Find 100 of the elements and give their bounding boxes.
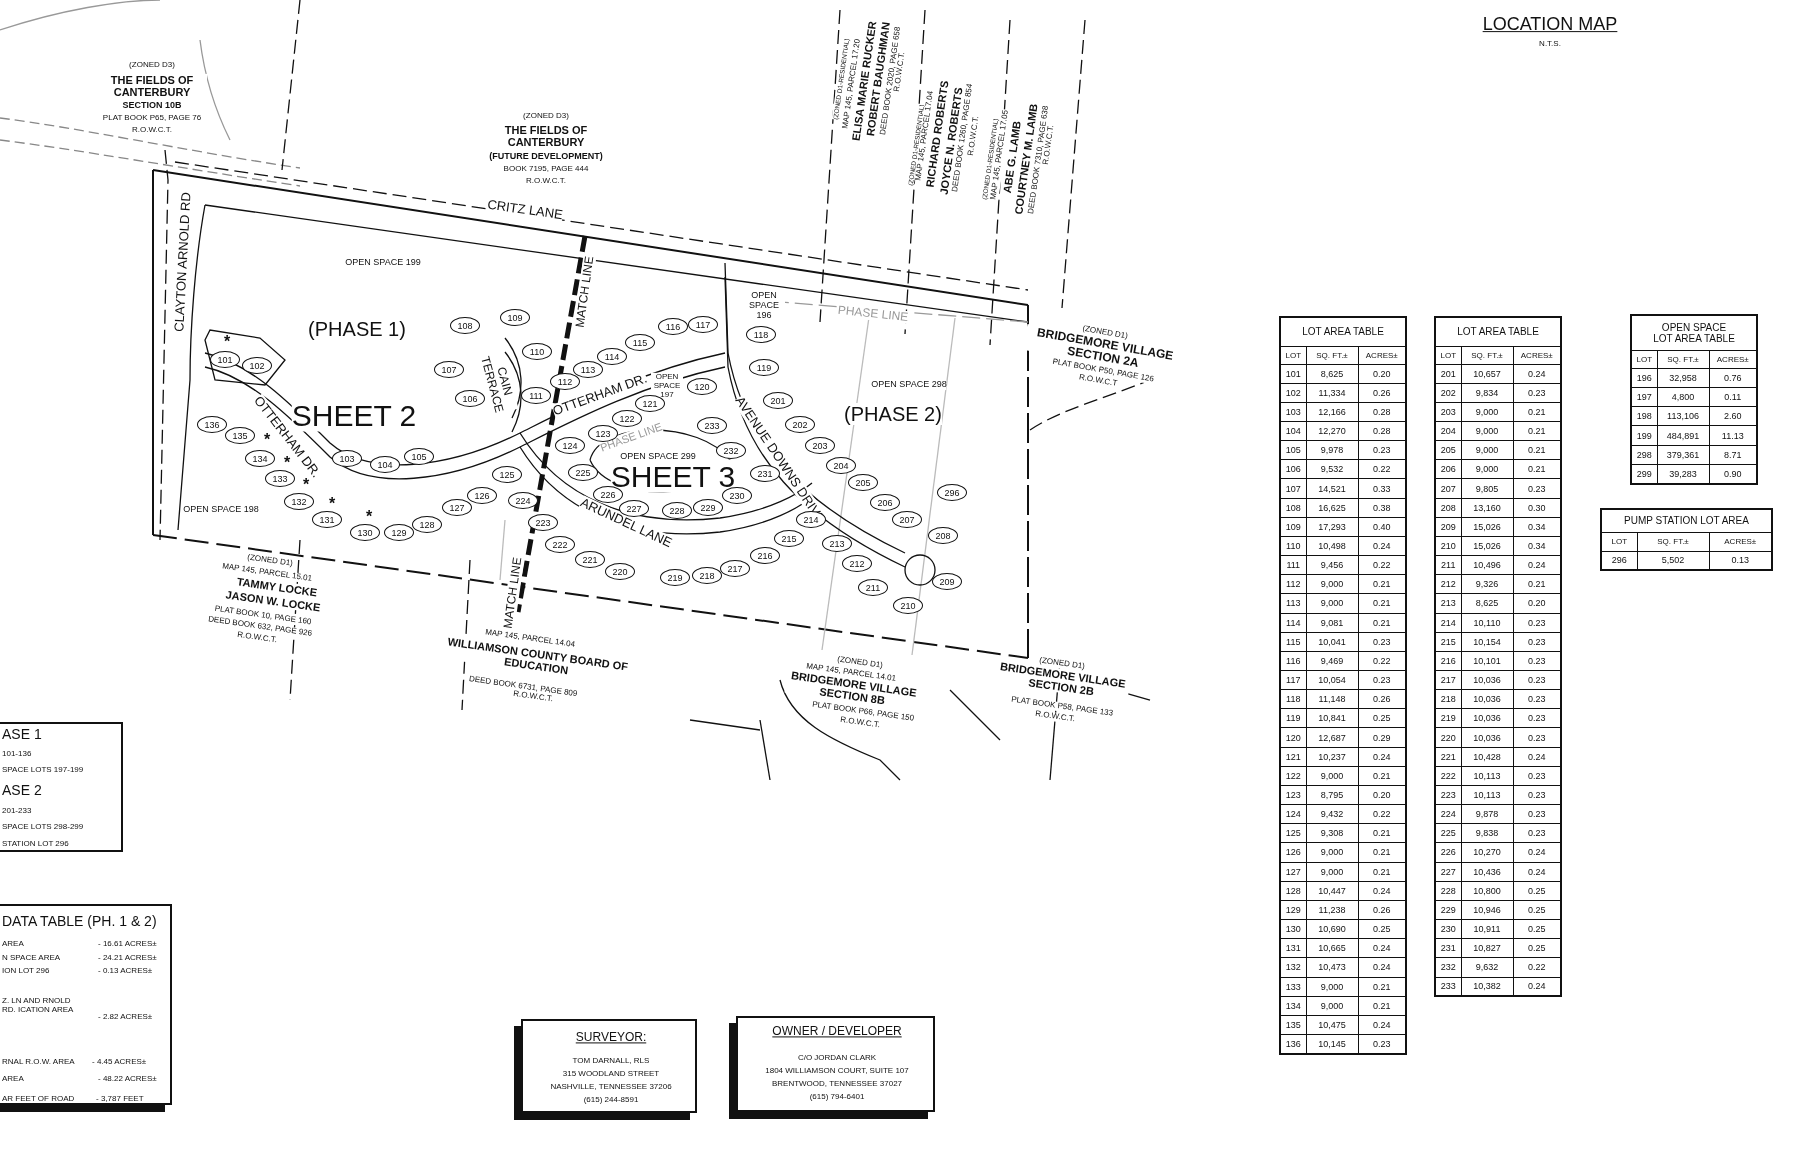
lot-number-oval: 209 (932, 573, 962, 590)
table-cell: 379,361 (1657, 445, 1709, 465)
lot-number-oval: 104 (370, 456, 400, 473)
lot-number-oval: 211 (858, 579, 888, 596)
box-text: AR FEET OF ROAD (2, 1094, 75, 1104)
box-text: - 4.45 ACRES± (92, 1057, 147, 1067)
table-cell: 9,632 (1461, 957, 1513, 977)
table-cell: 220 (1435, 727, 1461, 748)
table-cell: 10,475 (1306, 1015, 1358, 1035)
table-cell: 10,436 (1461, 862, 1513, 882)
zoning-note: (ZONED D3) (523, 111, 569, 121)
lot-number-oval: 136 (197, 416, 227, 433)
table-cell: 202 (1435, 383, 1461, 403)
phase-label: (PHASE 2) (844, 403, 942, 425)
table-cell: 10,036 (1461, 708, 1513, 728)
table-cell: 9,000 (1306, 574, 1358, 594)
table-cell: 134 (1280, 996, 1306, 1016)
box-text: C/O JORDAN CLARK (797, 1053, 877, 1063)
lot-number-oval: 220 (605, 563, 635, 580)
table-cell: 113 (1280, 593, 1306, 614)
table-cell: 104 (1280, 421, 1306, 441)
table-cell: 9,532 (1306, 459, 1358, 479)
lot-number-oval: 201 (763, 392, 793, 409)
table-cell: 128 (1280, 881, 1306, 901)
lot-number-oval: 132 (284, 493, 314, 510)
lot-number-oval: 224 (508, 492, 538, 509)
table-cell: 107 (1280, 478, 1306, 499)
box-text: AREA (2, 939, 24, 949)
table-cell: 103 (1280, 402, 1306, 422)
lot-number-oval: 203 (805, 437, 835, 454)
table-cell: 133 (1280, 977, 1306, 997)
table-cell: 9,000 (1461, 440, 1513, 460)
table-cell: 8,625 (1306, 364, 1358, 384)
table-cell: 9,000 (1306, 766, 1358, 786)
box-heading: SURVEYOR: (575, 1031, 647, 1045)
table-cell: 9,326 (1461, 574, 1513, 594)
table-cell: 219 (1435, 708, 1461, 728)
table-cell: 9,878 (1461, 804, 1513, 824)
table-cell: 208 (1435, 498, 1461, 518)
box-text: SPACE LOTS 197-199 (2, 765, 84, 775)
table-cell: 214 (1435, 613, 1461, 633)
table-cell: 9,000 (1306, 593, 1358, 614)
table-cell: 9,081 (1306, 613, 1358, 633)
table-cell: 204 (1435, 421, 1461, 441)
development-note: (FUTURE DEVELOPMENT) (489, 152, 603, 162)
table-cell: 124 (1280, 804, 1306, 824)
lot-number-oval: 208 (928, 527, 958, 544)
open-space-label: OPEN SPACE 198 (183, 505, 259, 515)
box-text: RNAL R.O.W. AREA (2, 1057, 75, 1067)
table-cell: 116 (1280, 651, 1306, 671)
lot-number-oval: 212 (842, 555, 872, 572)
lot-number-oval: 101 (210, 351, 240, 368)
lot-number-oval: 103 (332, 450, 362, 467)
table-cell: 9,834 (1461, 383, 1513, 403)
table-cell: 212 (1435, 574, 1461, 594)
box-text: TOM DARNALL, RLS (572, 1056, 650, 1066)
table-cell: 231 (1435, 938, 1461, 958)
lot-number-oval: 230 (722, 487, 752, 504)
table-cell: 10,113 (1461, 766, 1513, 786)
table-cell: 226 (1435, 842, 1461, 863)
table-cell: 207 (1435, 478, 1461, 499)
table-cell: 205 (1435, 440, 1461, 460)
box-text: NASHVILLE, TENNESSEE 37206 (550, 1082, 672, 1092)
table-cell: 225 (1435, 823, 1461, 843)
lot-number-oval: 228 (662, 502, 692, 519)
column-header: SQ. FT.± (1461, 346, 1513, 364)
table-cell: 9,000 (1306, 842, 1358, 863)
table-cell: 130 (1280, 919, 1306, 939)
table-cell: 8,625 (1461, 593, 1513, 614)
lot-number-oval: 225 (568, 464, 598, 481)
table-cell: 110 (1280, 536, 1306, 556)
table-cell: 105 (1280, 440, 1306, 460)
table-cell: 222 (1435, 766, 1461, 786)
table-cell: 129 (1280, 900, 1306, 920)
table-cell: 9,805 (1461, 478, 1513, 499)
lot-number-oval: 221 (575, 551, 605, 568)
lot-number-oval: 110 (522, 343, 552, 360)
table-cell: 131 (1280, 938, 1306, 958)
lot-number-oval: 217 (720, 560, 750, 577)
table-cell: 201 (1435, 364, 1461, 384)
lot-number-oval: 118 (746, 326, 776, 343)
lot-number-oval: 229 (693, 499, 723, 516)
table-cell: 8,795 (1306, 785, 1358, 805)
table-cell: 10,041 (1306, 632, 1358, 652)
lot-number-oval: 105 (404, 448, 434, 465)
box-text: ION LOT 296 (2, 966, 50, 976)
table-cell: 215 (1435, 632, 1461, 652)
lot-number-oval: 102 (242, 357, 272, 374)
lot-number-oval: 134 (245, 450, 275, 467)
column-header: LOT (1631, 350, 1657, 368)
table-cell: 135 (1280, 1015, 1306, 1035)
lot-number-oval: 232 (716, 442, 746, 459)
table-cell: 120 (1280, 727, 1306, 748)
table-cell: 10,841 (1306, 708, 1358, 728)
column-header: LOT (1435, 346, 1461, 364)
registry-note: R.O.W.C.T. (1034, 709, 1076, 725)
table-cell: 10,496 (1461, 555, 1513, 575)
table-cell: 10,447 (1306, 881, 1358, 901)
table-cell: 121 (1280, 747, 1306, 767)
lot-number-oval: 129 (384, 524, 414, 541)
